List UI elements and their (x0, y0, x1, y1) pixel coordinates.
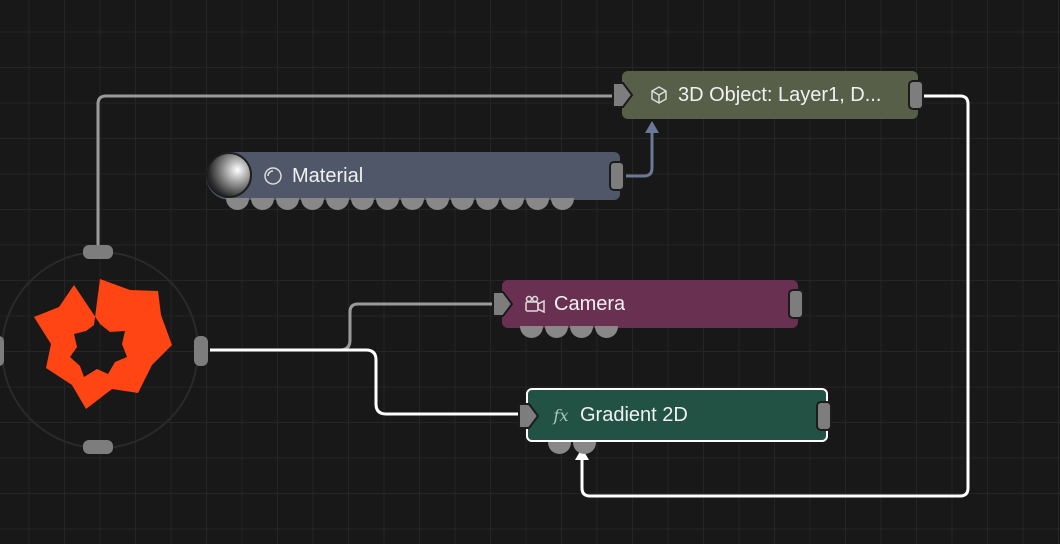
output-bump[interactable] (326, 198, 349, 210)
material-preview-sphere (206, 152, 252, 198)
node-material[interactable]: Material (206, 152, 625, 210)
output-bump[interactable] (545, 326, 568, 338)
cube-icon (648, 84, 670, 106)
root-port-top[interactable] (83, 245, 113, 259)
output-bump[interactable] (351, 198, 374, 210)
node-camera[interactable]: Camera (492, 280, 804, 338)
output-port[interactable] (908, 80, 924, 110)
output-port[interactable] (609, 161, 625, 191)
output-bump[interactable] (451, 198, 474, 210)
output-bump[interactable] (526, 198, 549, 210)
output-bump[interactable] (301, 198, 324, 210)
node-title: Camera (554, 292, 626, 315)
material-output-ports (226, 198, 574, 210)
gradient-output-ports (548, 442, 596, 454)
output-bump[interactable] (573, 442, 596, 454)
node-title: 3D Object: Layer1, D... (678, 83, 882, 106)
wire-3d-object-to-gradient[interactable] (580, 94, 970, 498)
input-port[interactable] (518, 402, 540, 430)
output-bump[interactable] (570, 326, 593, 338)
output-bump[interactable] (251, 198, 274, 210)
wire-root-to-camera[interactable] (210, 302, 498, 352)
output-bump[interactable] (276, 198, 299, 210)
gradient-link-arrowhead (575, 448, 589, 460)
circle-icon (262, 165, 284, 187)
output-bump[interactable] (501, 198, 524, 210)
node-3d-object[interactable]: 3D Object: Layer1, D... (612, 71, 924, 119)
output-bump[interactable] (426, 198, 449, 210)
camera-output-ports (520, 326, 618, 338)
output-bump[interactable] (520, 326, 543, 338)
input-port[interactable] (492, 290, 514, 318)
output-bump[interactable] (226, 198, 249, 210)
output-port[interactable] (816, 401, 832, 431)
output-bump[interactable] (595, 326, 618, 338)
fx-icon: fx (553, 405, 569, 425)
node-gradient-2d[interactable]: fx Gradient 2D (518, 388, 832, 454)
output-port[interactable] (788, 289, 804, 319)
output-bump[interactable] (476, 198, 499, 210)
node-title: Material (292, 164, 364, 187)
wire-material-to-3d-object[interactable] (626, 132, 654, 178)
output-bump[interactable] (548, 442, 571, 454)
video-camera-icon (524, 293, 546, 315)
material-link-arrowhead (645, 121, 659, 133)
root-port-bottom[interactable] (83, 440, 113, 454)
input-port[interactable] (612, 81, 634, 109)
output-bump[interactable] (376, 198, 399, 210)
output-bump[interactable] (401, 198, 424, 210)
root-port-left[interactable] (0, 336, 4, 366)
output-bump[interactable] (551, 198, 574, 210)
root-port-right[interactable] (194, 336, 208, 366)
wire-root-to-3d-object[interactable] (96, 94, 614, 246)
node-title: Gradient 2D (580, 403, 688, 426)
notch-logo[interactable] (34, 279, 172, 409)
wire-root-to-gradient[interactable] (210, 348, 522, 416)
